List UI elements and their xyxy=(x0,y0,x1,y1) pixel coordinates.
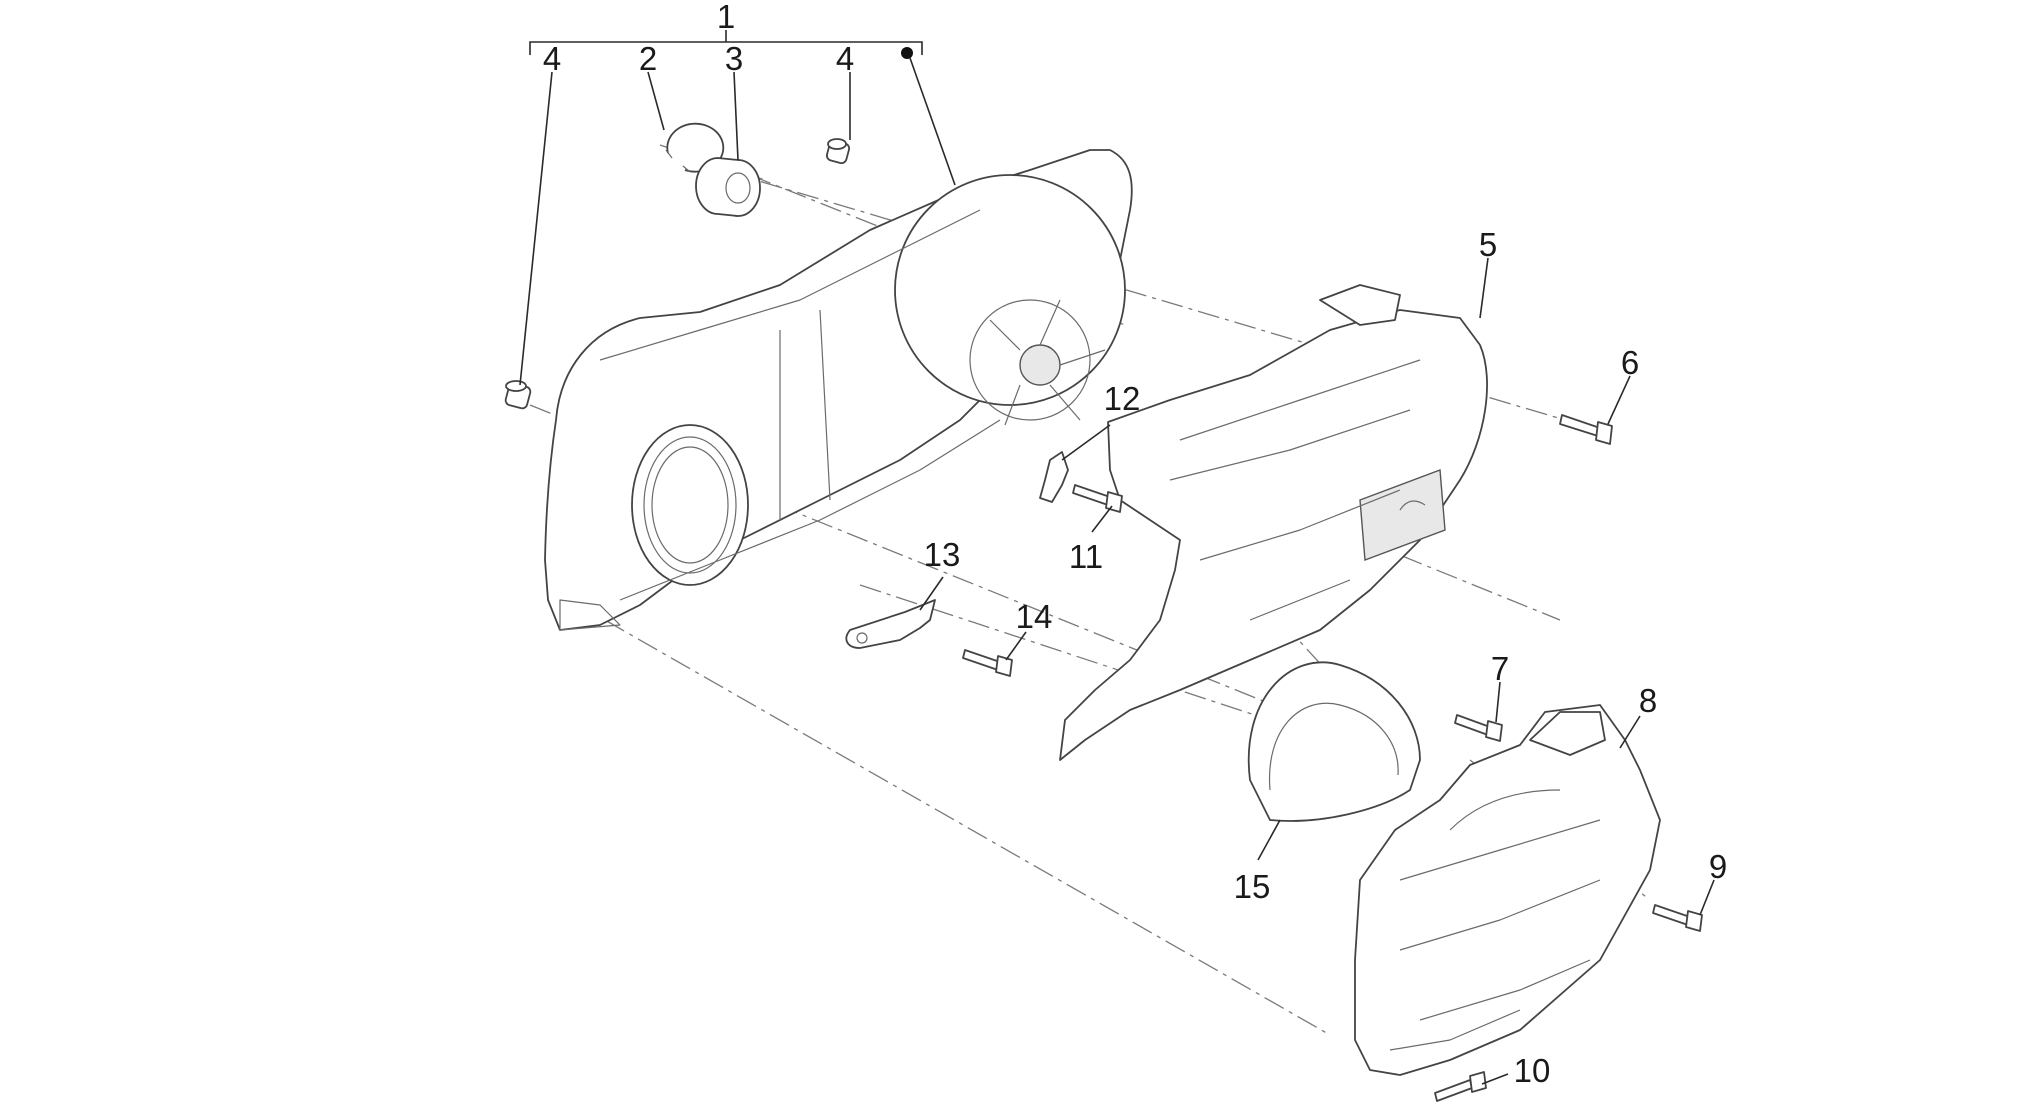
callout-3: 3 xyxy=(725,40,743,77)
callout-6: 6 xyxy=(1621,344,1639,381)
dowel-pin-right xyxy=(825,138,851,165)
cover-fan-housing xyxy=(894,174,1126,406)
cover-tab xyxy=(1319,284,1401,326)
bearing xyxy=(695,157,761,217)
callout-7: 7 xyxy=(1491,650,1509,687)
air-duct xyxy=(1247,661,1421,822)
bracket-13 xyxy=(845,599,936,649)
transmission-cover xyxy=(544,149,1133,631)
screw-7 xyxy=(1454,714,1503,742)
assembly-bracket xyxy=(529,30,923,59)
callout-13: 13 xyxy=(924,536,961,573)
bearing-seat xyxy=(1019,344,1061,386)
screw-10 xyxy=(1434,1071,1487,1102)
outer-belt-cover xyxy=(1059,284,1488,761)
callout-numbers: 1 2 3 4 4 5 6 7 8 9 10 11 12 13 14 15 xyxy=(543,0,1727,1089)
dowel-pin-left xyxy=(504,380,532,410)
bullet-marker xyxy=(901,47,913,59)
screw-9 xyxy=(1652,904,1703,932)
callout-10: 10 xyxy=(1514,1052,1551,1089)
callout-2: 2 xyxy=(639,40,657,77)
callout-8: 8 xyxy=(1639,682,1657,719)
callout-14: 14 xyxy=(1016,598,1053,635)
screw-14 xyxy=(962,649,1013,677)
callout-4-left: 4 xyxy=(543,40,561,77)
callout-4-right: 4 xyxy=(836,40,854,77)
callout-12: 12 xyxy=(1104,380,1141,417)
callout-15: 15 xyxy=(1234,868,1271,905)
cover-inspection-ring xyxy=(631,424,749,586)
badge-panel xyxy=(1359,469,1446,561)
screw-11 xyxy=(1072,484,1123,513)
intake-cover xyxy=(1354,704,1661,1076)
callout-5: 5 xyxy=(1479,226,1497,263)
intake-snorkel xyxy=(1529,711,1606,756)
leader-lines xyxy=(519,57,1715,1085)
bracket-clip xyxy=(1039,451,1069,503)
screw-6 xyxy=(1559,414,1613,445)
callout-9: 9 xyxy=(1709,848,1727,885)
callout-1: 1 xyxy=(717,0,735,35)
callout-11: 11 xyxy=(1069,538,1103,575)
